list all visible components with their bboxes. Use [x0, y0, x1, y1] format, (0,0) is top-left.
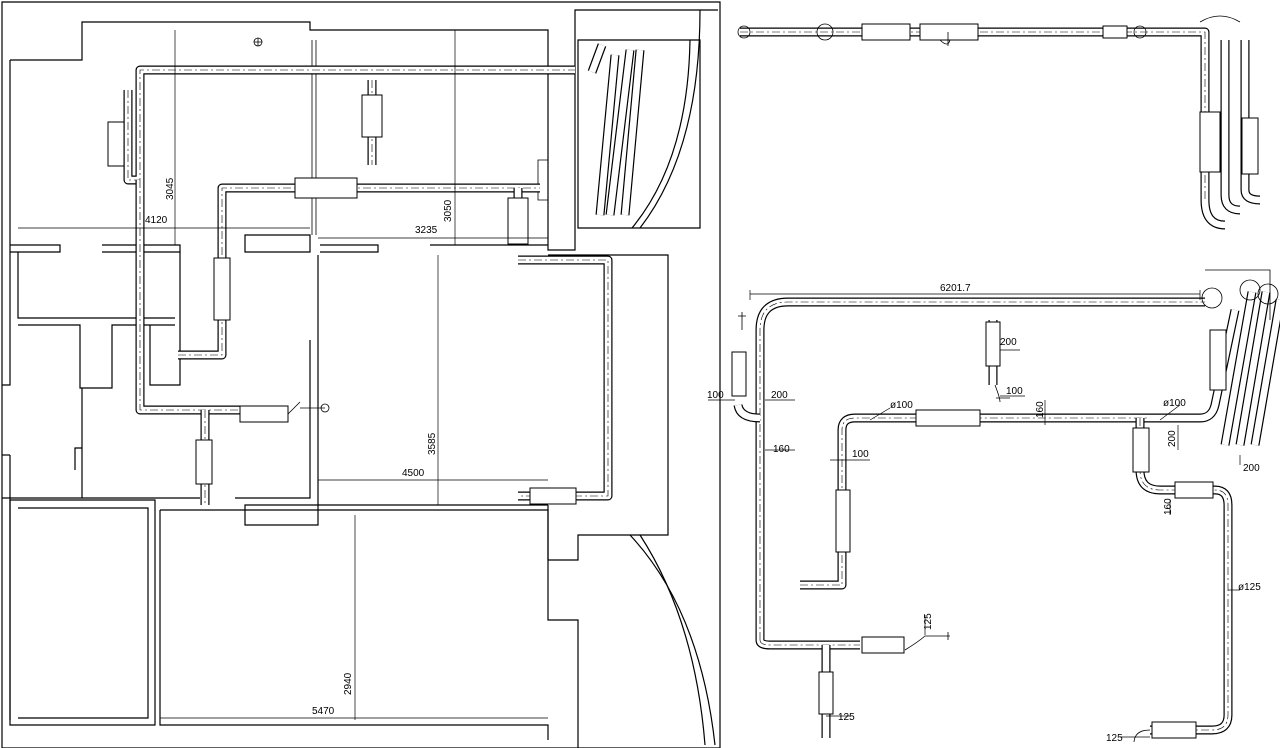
dim-3235: 3235 [415, 225, 438, 236]
axo-dim-dia100-a: ø100 [890, 400, 913, 411]
axo-dim-dia125: ø125 [1238, 582, 1261, 593]
dim-3585: 3585 [427, 432, 438, 455]
axo-dim-125-b: 125 [838, 712, 855, 723]
axo-dim-125-c: 125 [1106, 733, 1123, 744]
dim-4120: 4120 [145, 215, 168, 226]
axo-dim-6201-7: 6201.7 [940, 283, 971, 294]
dim-3045: 3045 [165, 177, 176, 200]
axonometric-dimension-lines [708, 290, 1241, 738]
axo-dim-dia100-b: ø100 [1163, 398, 1186, 409]
dim-5470: 5470 [312, 706, 335, 717]
floor-plan-dimension-labels: 4120 3045 3050 3235 3585 4500 2940 5470 [145, 177, 454, 717]
dim-3050: 3050 [443, 199, 454, 222]
axo-dim-200-d: 200 [1243, 463, 1260, 474]
axo-dim-100-a: 100 [707, 390, 724, 401]
axo-dim-100-b: 100 [1006, 386, 1023, 397]
axo-dim-160-b: 160 [773, 444, 790, 455]
floor-plan-dimension-lines [18, 30, 548, 720]
axo-dim-125-a: 125 [923, 613, 934, 630]
elevation-duct-view [737, 15, 1261, 230]
dim-4500: 4500 [402, 468, 425, 479]
axonometric-duct-view [731, 269, 1280, 743]
axo-dim-200-a: 200 [1000, 337, 1017, 348]
dim-2940: 2940 [343, 672, 354, 695]
axo-dim-160-c: 160 [1163, 498, 1174, 515]
axo-dim-200-b: 200 [771, 390, 788, 401]
axo-dim-160-a: 160 [1035, 401, 1046, 418]
axo-dim-200-c: 200 [1167, 430, 1178, 447]
axo-dim-100-c: 100 [852, 449, 869, 460]
floor-plan-walls [1, 1, 721, 748]
axonometric-dimension-labels: 6201.7 200 100 100 200 ø100 160 ø100 200… [707, 283, 1261, 744]
floor-plan-ducts [107, 43, 645, 505]
